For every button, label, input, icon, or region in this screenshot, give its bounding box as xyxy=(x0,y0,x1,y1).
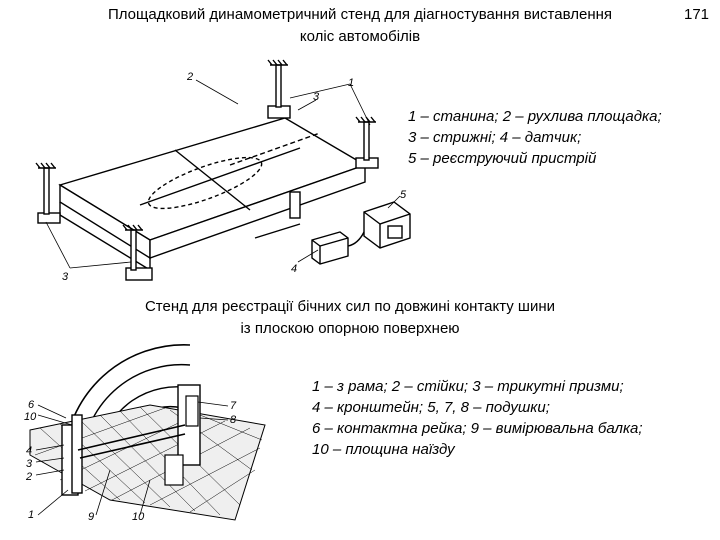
legend2-line-2: 4 – кронштейн; 5, 7, 8 – подушки; xyxy=(312,399,550,416)
page-number: 171 xyxy=(684,6,710,23)
legend2-line-3: 6 – контактна рейка; 9 – вимірювальна ба… xyxy=(312,420,643,437)
page-title: Площадковий динамометричний стенд для ді… xyxy=(70,4,650,48)
fig2-label-7: 7 xyxy=(230,400,237,412)
fig2-label-10a: 10 xyxy=(24,411,37,423)
fig2-label-1: 1 xyxy=(28,509,34,521)
caption2-line-1: Стенд для реєстрації бічних сил по довжи… xyxy=(144,298,556,315)
fig1-label-5: 5 xyxy=(400,189,407,201)
figure-2-caption: Стенд для реєстрації бічних сил по довжи… xyxy=(120,296,580,340)
fig2-label-6: 6 xyxy=(28,399,35,411)
title-line-2: коліс автомобілів xyxy=(299,28,421,45)
legend2-line-4: 10 – площина наїзду xyxy=(312,441,455,458)
legend1-line-2: 3 – стрижні; 4 – датчик; xyxy=(408,129,582,146)
fig1-label-4: 4 xyxy=(291,263,297,275)
fig1-label-3-top: 3 xyxy=(313,91,320,103)
legend1-line-3: 5 – реєструючий пристрій xyxy=(408,150,597,167)
figure-1-legend: 1 – станина; 2 – рухлива площадка; 3 – с… xyxy=(408,106,662,169)
legend2-line-1: 1 – з рама; 2 – стійки; 3 – трикутні при… xyxy=(312,378,624,395)
fig2-label-8: 8 xyxy=(230,414,237,426)
fig2-label-9: 9 xyxy=(88,511,94,523)
fig1-label-3-bottom: 3 xyxy=(62,271,69,283)
fig2-label-3: 3 xyxy=(26,458,33,470)
fig2-label-10b: 10 xyxy=(132,511,145,523)
legend1-line-1: 1 – станина; 2 – рухлива площадка; xyxy=(408,108,662,125)
caption2-line-2: із плоскою опорною поверхнею xyxy=(240,320,460,337)
fig2-label-4: 4 xyxy=(26,445,32,457)
fig2-label-2: 2 xyxy=(25,471,32,483)
fig1-label-1: 1 xyxy=(348,77,354,89)
title-line-1: Площадковий динамометричний стенд для ді… xyxy=(107,6,613,23)
figure-2-legend: 1 – з рама; 2 – стійки; 3 – трикутні при… xyxy=(312,376,643,460)
fig1-label-2: 2 xyxy=(186,71,193,83)
